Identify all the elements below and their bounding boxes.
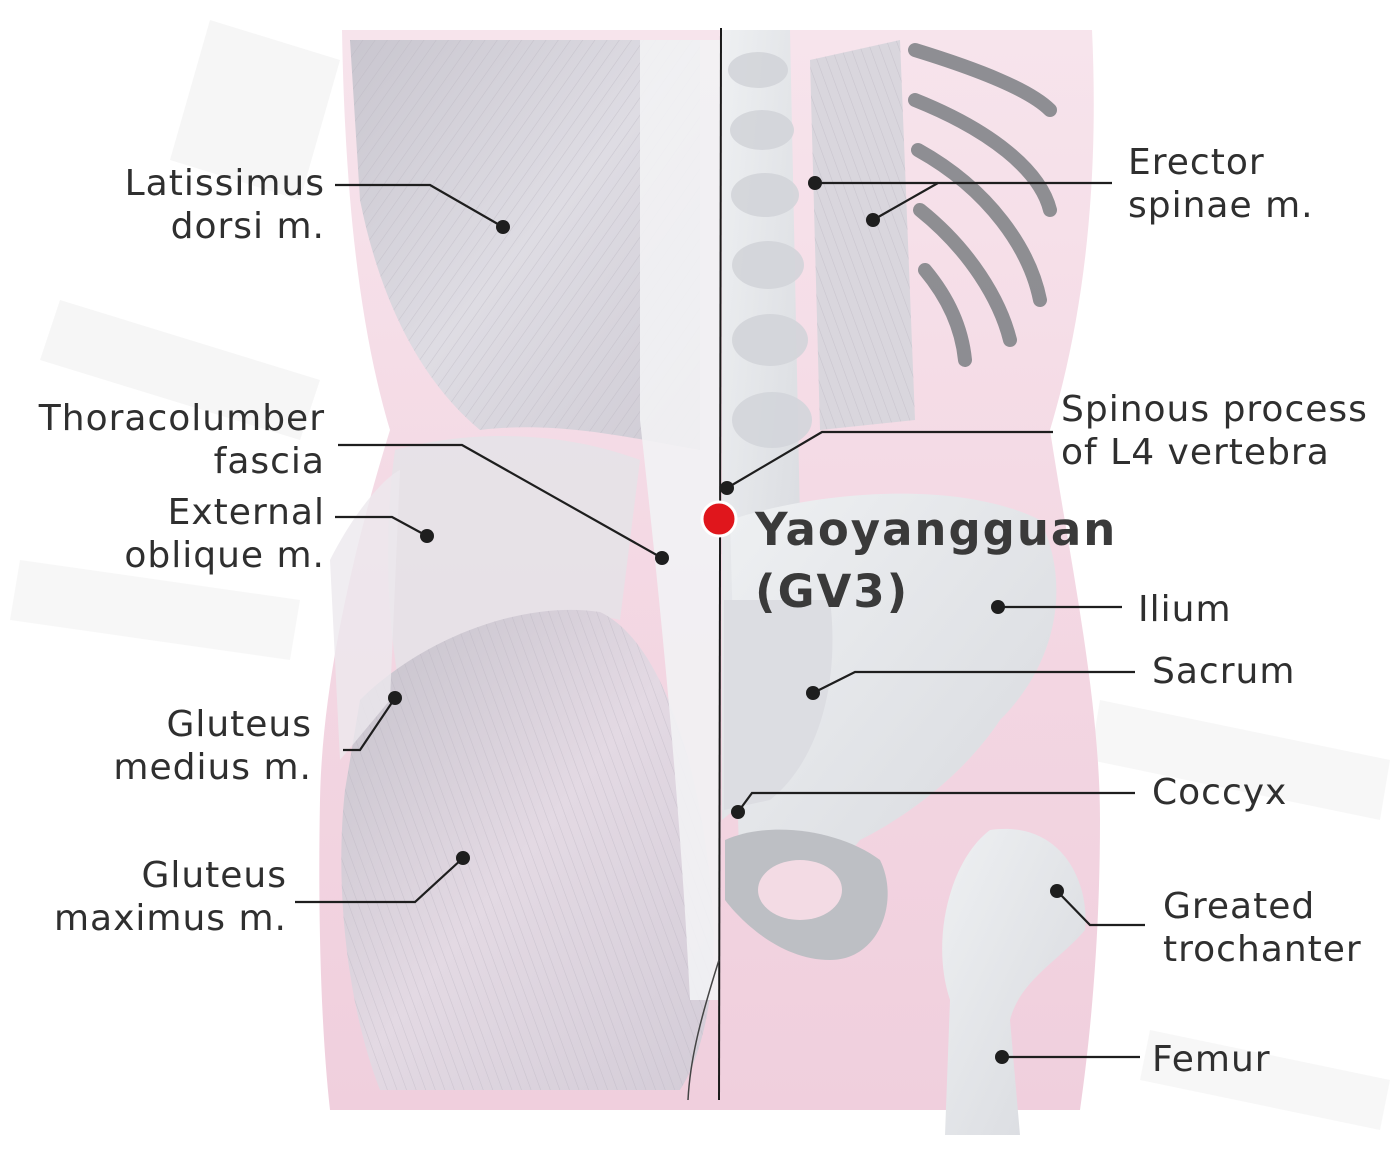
left-muscles: [330, 40, 714, 1090]
dot-spinous: [720, 481, 734, 495]
label-thoracolumbar-fascia: Thoracolumber fascia: [38, 398, 325, 482]
watermark: [10, 20, 1390, 1130]
leader-trochanter: [1056, 890, 1145, 927]
label-femur: Femur: [1152, 1039, 1271, 1080]
dot-ilium: [991, 600, 1005, 614]
leader-latissimus: [335, 183, 504, 228]
dot-trochanter: [1050, 884, 1064, 898]
label-ilium: Ilium: [1138, 589, 1232, 630]
dot-femur: [995, 1050, 1009, 1064]
dot-erector-a: [866, 213, 880, 227]
leader-spinous: [726, 430, 1053, 489]
dot-external-oblique: [420, 529, 434, 543]
label-gluteus-maximus: Gluteus maximus m.: [53, 855, 287, 939]
midline: [718, 27, 722, 1101]
leader-sacrum: [812, 670, 1135, 694]
label-gluteus-medius: Gluteus medius m.: [113, 704, 312, 788]
leader-dots: [388, 176, 1064, 1064]
leader-external-oblique: [335, 515, 428, 537]
dot-erector-b: [808, 176, 822, 190]
dot-coccyx: [731, 805, 745, 819]
dot-gluteus-maximus: [456, 851, 470, 865]
fascia-band: [640, 40, 720, 1000]
leader-coccyx: [737, 791, 1135, 813]
leader-lines: [295, 181, 1145, 1059]
leader-gluteus-medius: [343, 697, 396, 752]
leader-gluteus-maximus: [295, 857, 464, 904]
acupoint-label: Yaoyangguan (GV3): [755, 499, 1117, 623]
dot-thoracolumbar: [655, 551, 669, 565]
label-spinous-process: Spinous process of L4 vertebra: [1061, 389, 1368, 473]
label-external-oblique: External oblique m.: [124, 492, 325, 576]
dot-latissimus: [496, 220, 510, 234]
label-sacrum: Sacrum: [1152, 651, 1296, 692]
label-erector-spinae: Erector spinae m.: [1128, 142, 1314, 226]
label-latissimus-dorsi: Latissimus dorsi m.: [124, 163, 325, 247]
label-coccyx: Coccyx: [1152, 772, 1288, 813]
dot-gluteus-medius: [388, 691, 402, 705]
dot-sacrum: [806, 686, 820, 700]
acupoint-name: Yaoyangguan: [755, 503, 1118, 556]
acupoint-marker: [700, 500, 738, 538]
leader-thoracolumbar: [338, 443, 663, 559]
label-greater-trochanter: Greated trochanter: [1163, 886, 1362, 970]
acupoint-code: (GV3): [755, 565, 910, 618]
gluteal-cleft: [687, 959, 720, 1101]
